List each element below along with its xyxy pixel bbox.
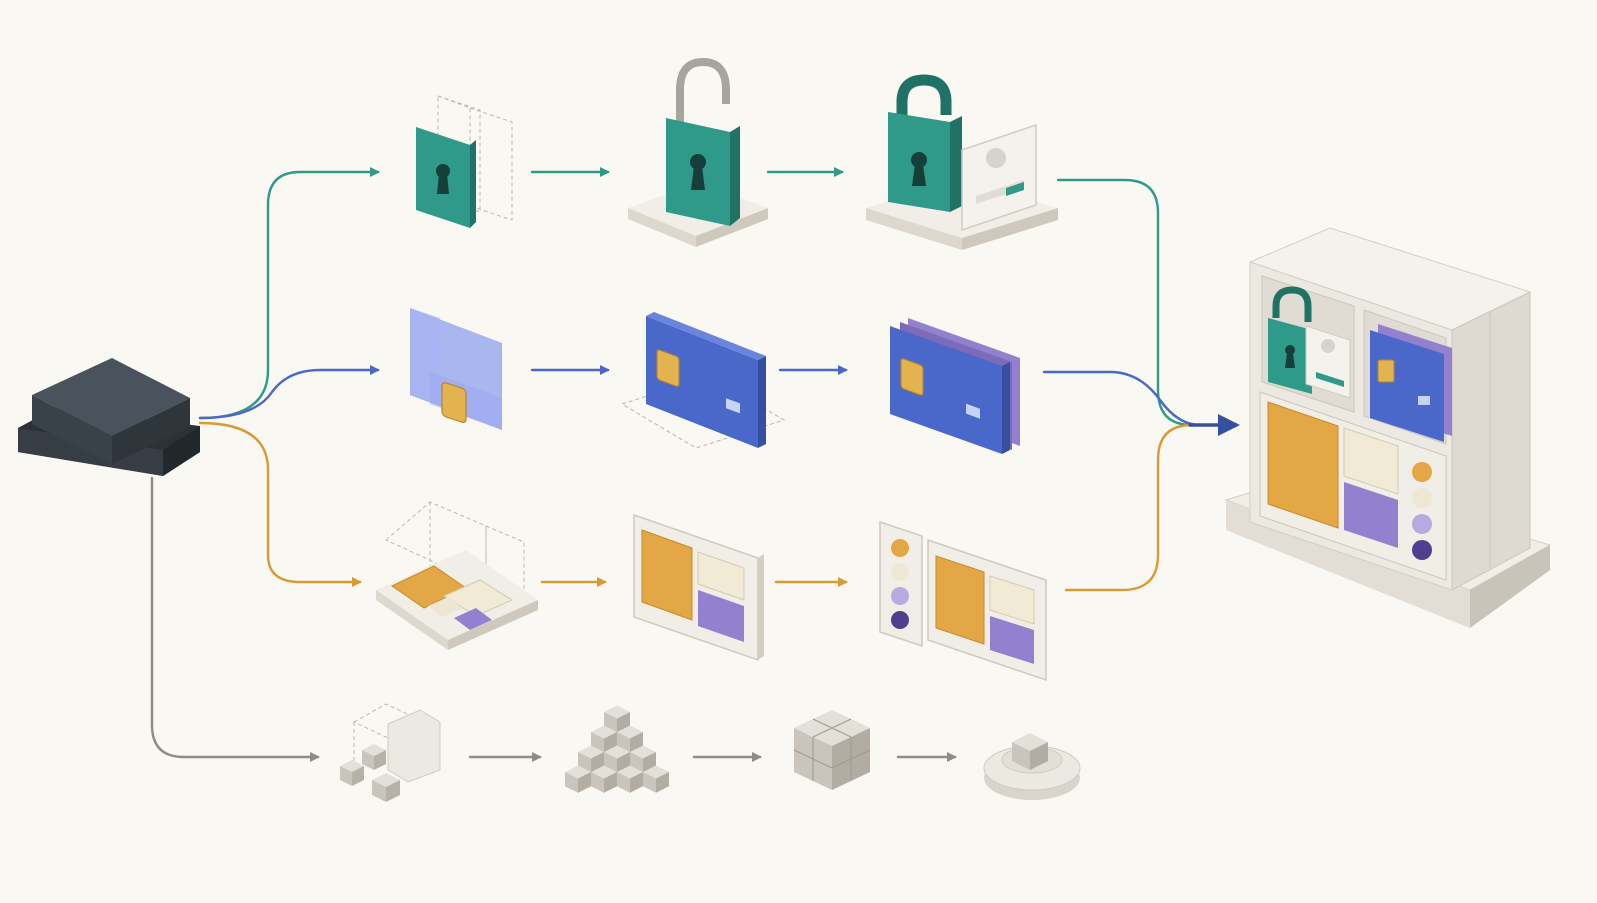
pyramid-cube <box>643 765 669 793</box>
connectors <box>150 167 1240 762</box>
pyramid-cube <box>565 765 591 793</box>
stacked-cubes-pyramid-icon <box>565 705 669 793</box>
small-cube <box>340 760 364 786</box>
connector-payment-to-result <box>1042 370 1202 427</box>
layout-panel-icon <box>633 513 764 662</box>
cube-on-pedestal-icon <box>983 733 1081 800</box>
closed-padlock-with-id-card-icon <box>866 74 1058 250</box>
open-padlock-icon <box>628 57 768 247</box>
scattered-cubes-icon <box>340 703 441 802</box>
layout-panel-with-swatches-icon <box>879 520 1047 682</box>
stacked-chip-cards-icon <box>890 318 1020 454</box>
dark-base-block-icon <box>18 358 200 476</box>
connector-layout-to-result <box>1064 423 1194 592</box>
connector-security-to-result <box>1056 178 1194 427</box>
connector-source-to-components <box>150 476 320 762</box>
chip-card-icon <box>620 312 786 449</box>
translucent-chip-card-icon <box>410 308 502 430</box>
pyramid-cube <box>617 765 643 793</box>
connector-source-to-layout <box>198 421 362 587</box>
connector-source-to-payment <box>198 365 380 420</box>
assembled-cube-icon <box>793 710 871 790</box>
connector-source-to-security <box>198 167 380 420</box>
assembled-cabinet-icon <box>1224 227 1552 628</box>
wireframe-layout-tray-icon <box>376 501 538 650</box>
keyhole-panel-icon <box>416 95 513 228</box>
pyramid-cube <box>591 765 617 793</box>
